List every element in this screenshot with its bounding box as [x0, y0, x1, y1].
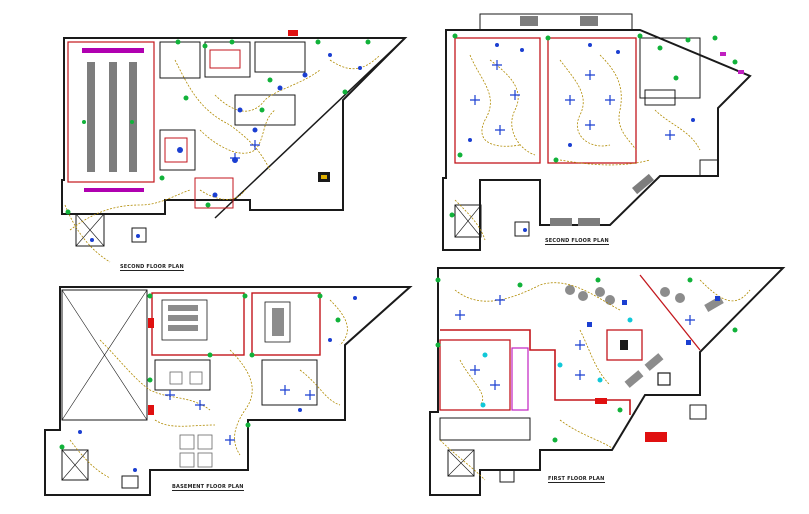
hall-left [454, 37, 541, 164]
stair [61, 449, 89, 481]
plan-title-basement: BASEMENT FLOOR PLAN [172, 484, 244, 491]
plan-basement [44, 286, 413, 496]
diagonal-wall [214, 37, 406, 219]
meeting-room [251, 292, 321, 356]
hall-right [547, 37, 637, 164]
partition [440, 329, 631, 415]
plan-first-floor [429, 267, 786, 496]
outer-wall [44, 286, 413, 496]
outer-wall [442, 29, 752, 251]
stair [454, 204, 482, 238]
outer-wall [61, 37, 408, 215]
hall-room [67, 41, 155, 183]
stair [75, 213, 105, 247]
plan-title-top-right: SECOND FLOOR PLAN [545, 238, 609, 245]
conference-room [151, 292, 245, 356]
plan-top-left [61, 30, 408, 263]
plan-title-first-floor: FIRST FLOOR PLAN [548, 476, 605, 483]
plan-top-right [442, 13, 752, 251]
outer-wall [429, 267, 786, 496]
plan-title-top-left: SECOND FLOOR PLAN [120, 264, 184, 271]
stair [447, 449, 475, 477]
